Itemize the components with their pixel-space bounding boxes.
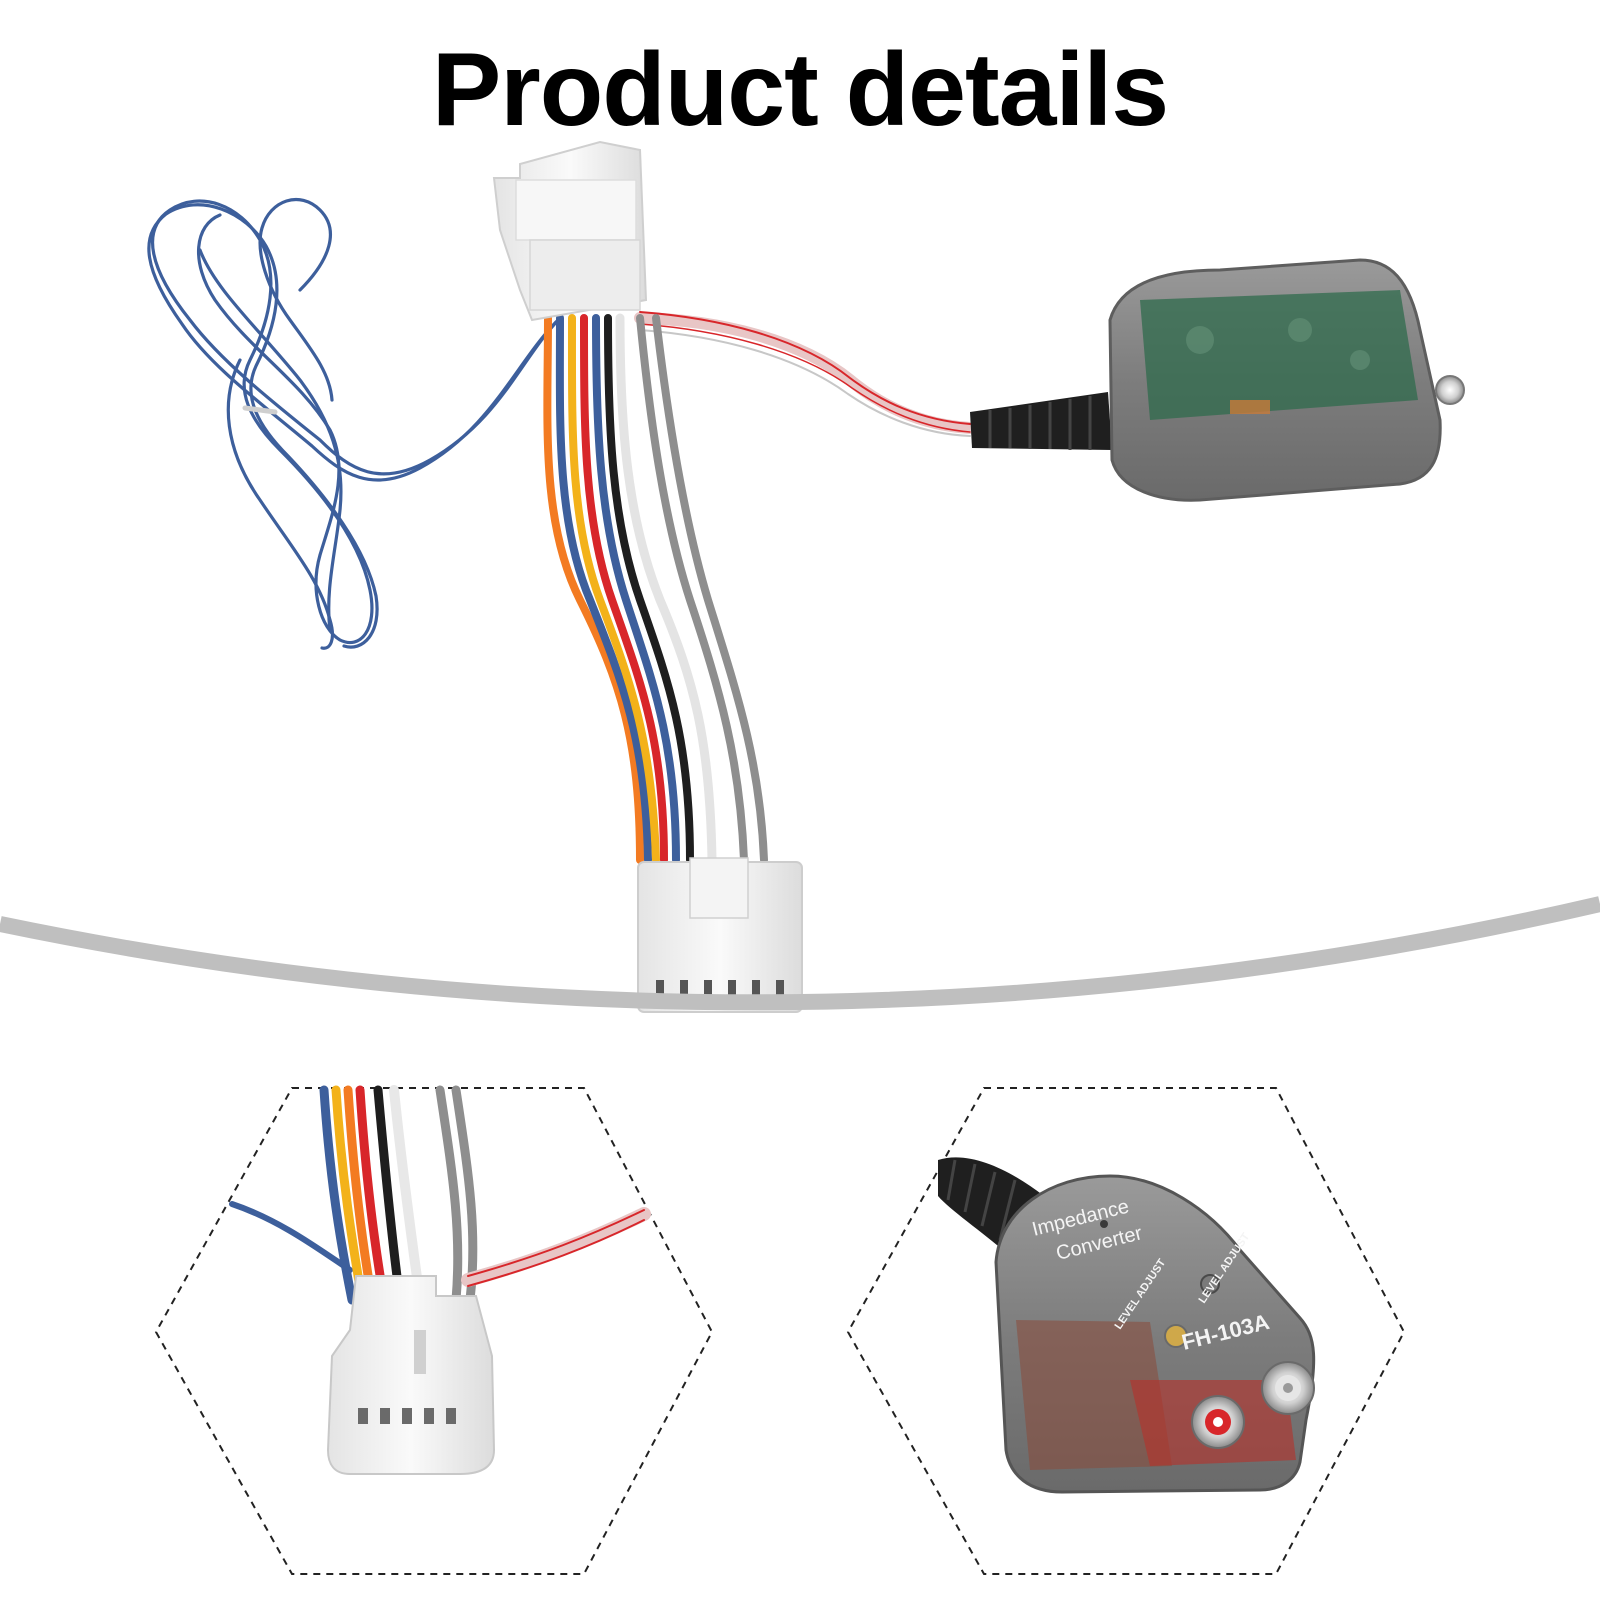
detail-hexagon-right: Impedance Converter LEVEL ADJUST LEVEL A… [846, 1087, 1406, 1575]
blue-wire-coil [147, 198, 562, 650]
rca-jack-right [1261, 1361, 1315, 1415]
impedance-converter-box [1108, 258, 1465, 502]
rca-jack-left [1191, 1395, 1245, 1449]
speaker-lead-bundle [634, 311, 976, 437]
bottom-connector [637, 857, 803, 1013]
detail-hexagon-left [154, 1085, 714, 1575]
wiring-harness [147, 140, 1465, 1013]
harness-wires [543, 313, 768, 865]
page-title: Product details [431, 32, 1169, 148]
top-connector [492, 140, 648, 322]
divider-arc [0, 896, 1600, 1011]
cable-boot [970, 392, 1112, 450]
